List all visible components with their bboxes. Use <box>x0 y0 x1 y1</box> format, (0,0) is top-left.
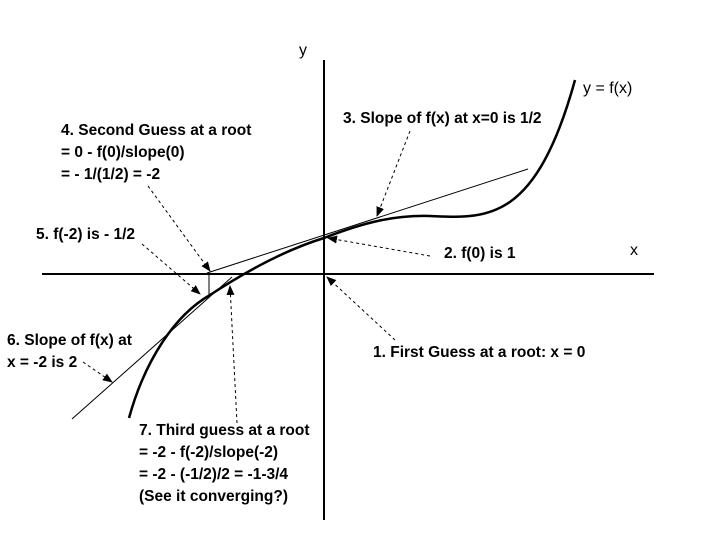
annotation-step6: 6. Slope of f(x) at x = -2 is 2 <box>7 332 136 371</box>
annotation-step1: 1. First Guess at a root: x = 0 <box>373 344 585 361</box>
annotation-step2: 2. f(0) is 1 <box>444 245 516 262</box>
function-curve <box>127 79 577 419</box>
pointer-step6 <box>82 361 113 383</box>
pointer-step4 <box>147 185 211 272</box>
annotation-step7-line1: 7. Third guess at a root <box>139 422 310 439</box>
annotation-step4: 4. Second Guess at a root = 0 - f(0)/slo… <box>61 122 256 183</box>
tangent-line-at-zero <box>206 168 529 274</box>
annotation-step7: 7. Third guess at a root = -2 - f(-2)/sl… <box>139 422 314 505</box>
pointer-step5 <box>141 243 201 295</box>
annotation-step6-line2: x = -2 is 2 <box>7 354 77 371</box>
y-axis-label: y <box>299 42 307 59</box>
pointer-step2 <box>327 235 431 257</box>
pointer-step7 <box>226 285 238 424</box>
annotation-step7-line4: (See it converging?) <box>139 488 288 505</box>
annotation-step6-line1: 6. Slope of f(x) at <box>7 332 132 349</box>
x-axis-label: x <box>630 242 638 259</box>
annotation-step7-line2: = -2 - f(-2)/slope(-2) <box>139 444 278 461</box>
annotation-step4-line1: 4. Second Guess at a root <box>61 122 251 139</box>
pointer-step3 <box>376 130 411 217</box>
annotation-step5: 5. f(-2) is - 1/2 <box>36 226 135 243</box>
annotation-step7-line3: = -2 - (-1/2)/2 = -1-3/4 <box>139 466 288 483</box>
curve-label: y = f(x) <box>583 80 632 97</box>
annotation-step4-line3: = - 1/(1/2) = -2 <box>61 166 160 183</box>
annotation-step3: 3. Slope of f(x) at x=0 is 1/2 <box>343 110 542 127</box>
annotation-step4-line2: = 0 - f(0)/slope(0) <box>61 144 185 161</box>
tangent-line-at-minus-two <box>71 276 233 420</box>
pointer-step1 <box>326 276 396 341</box>
